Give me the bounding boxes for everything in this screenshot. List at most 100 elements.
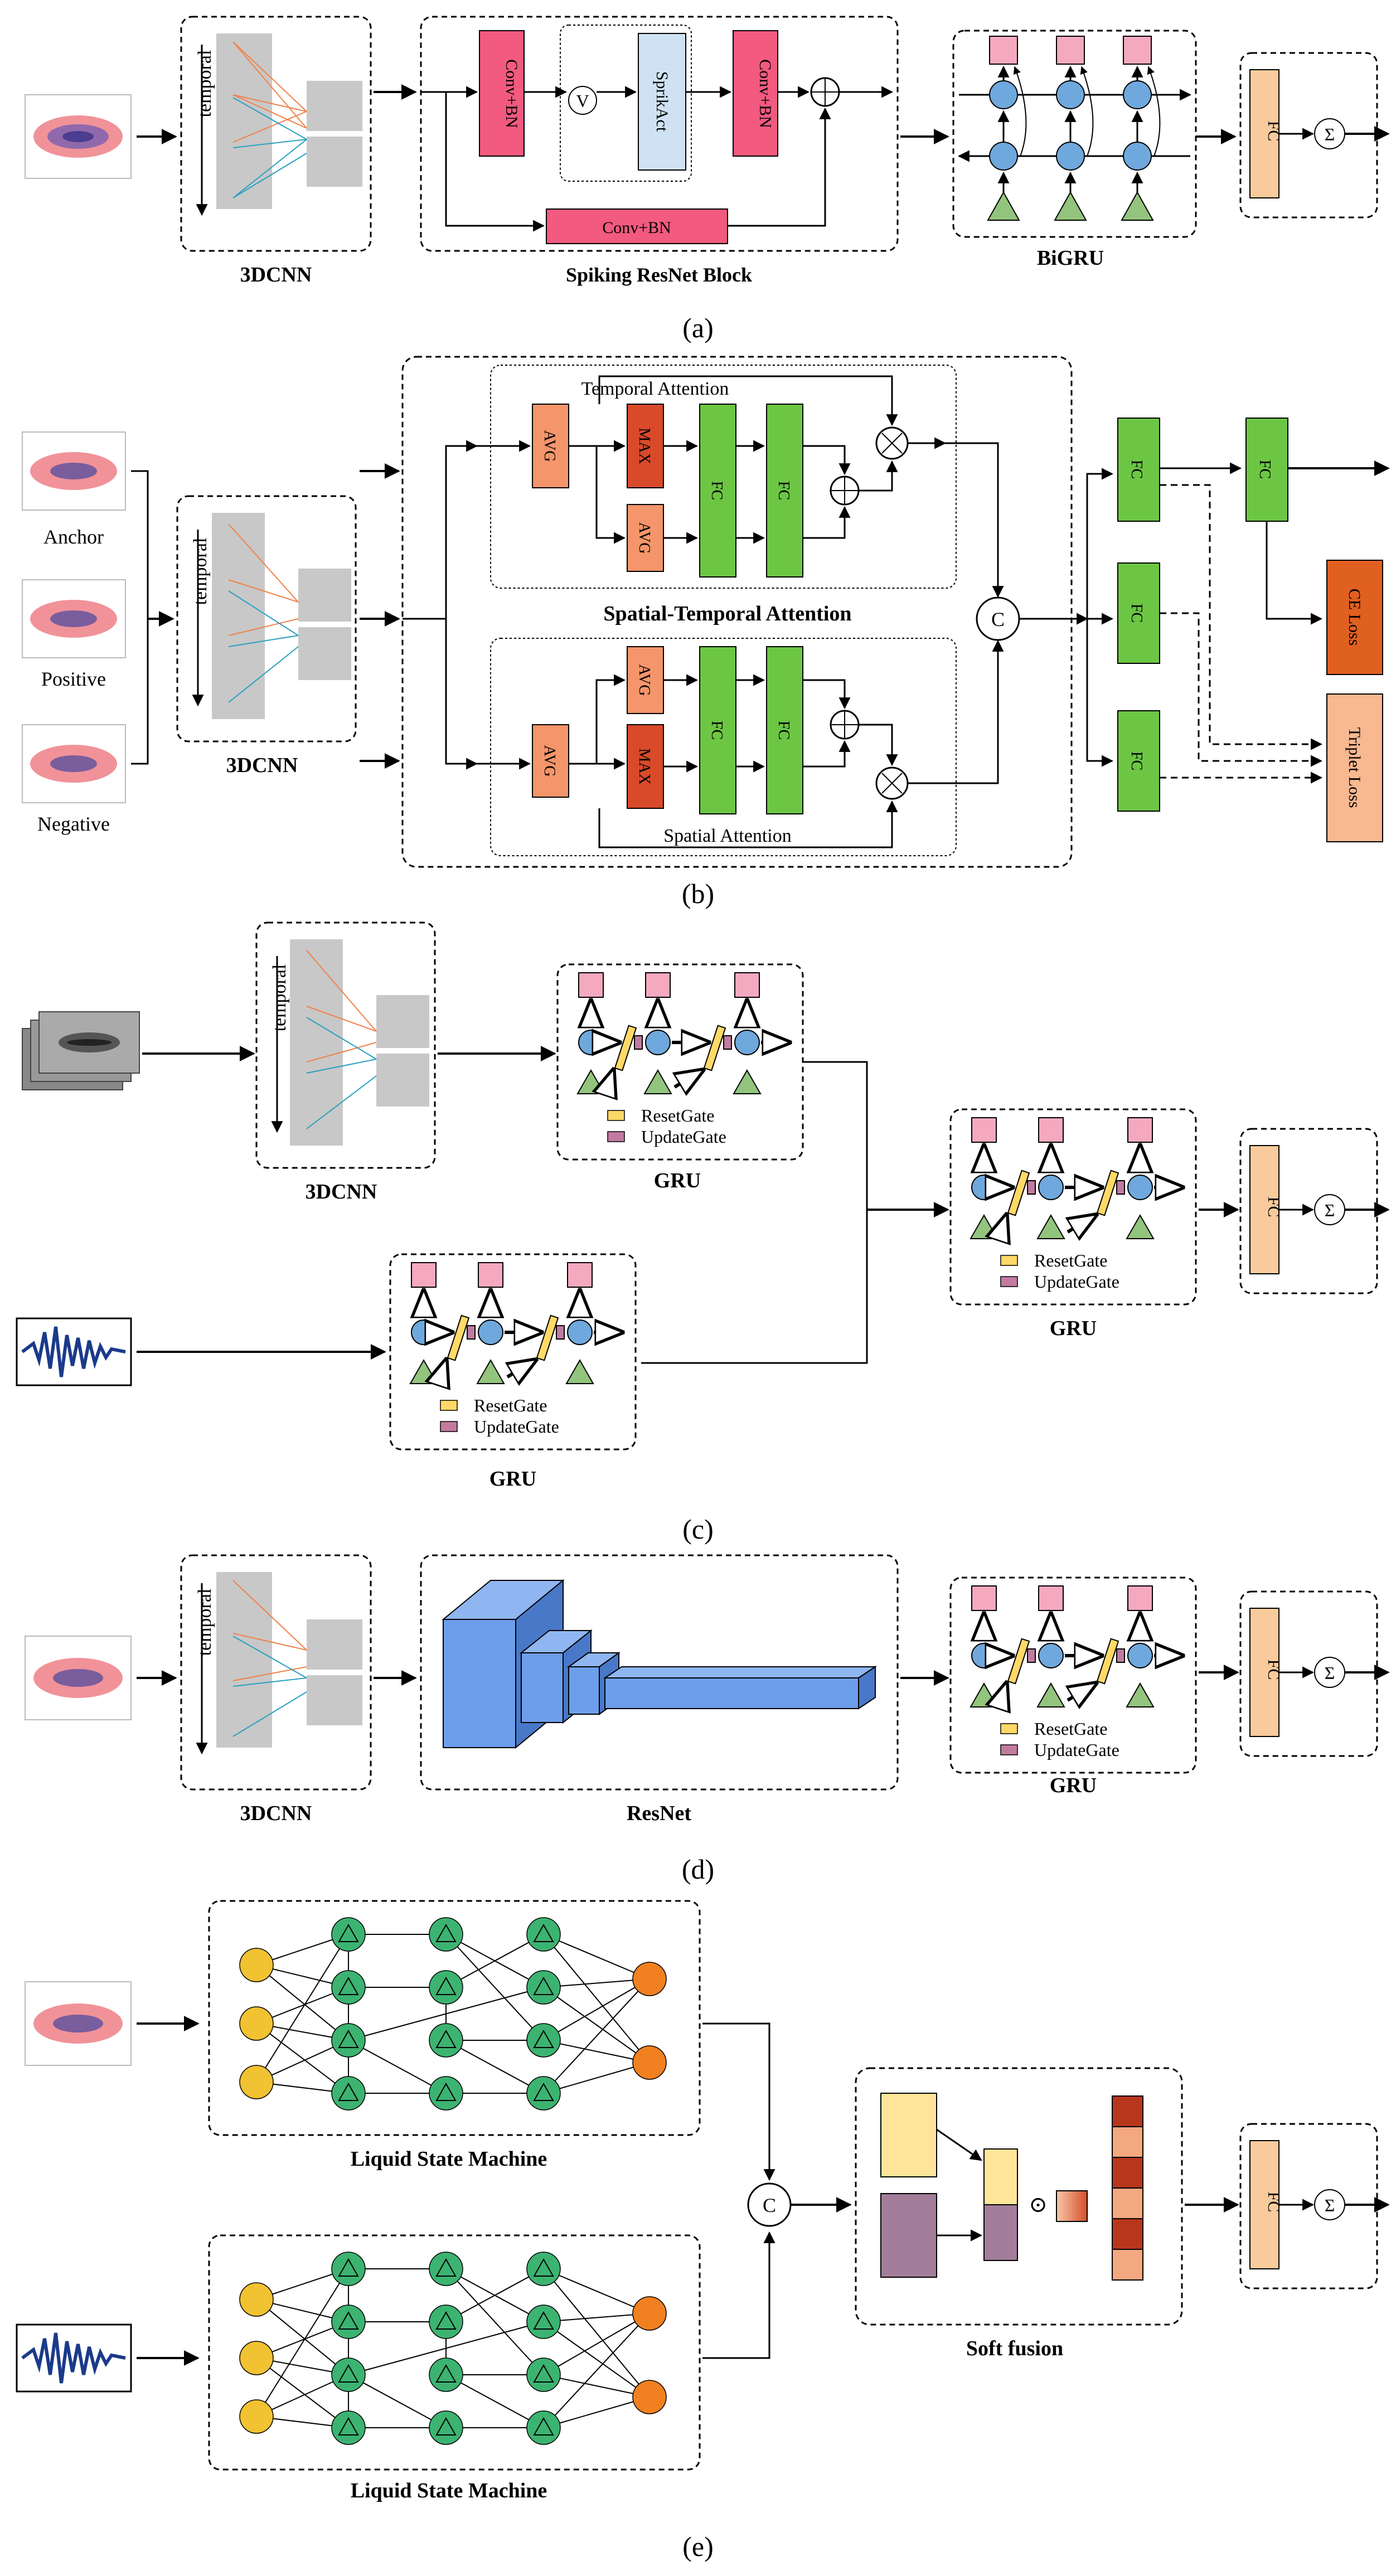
- gru-input-triangle: [1126, 1214, 1155, 1239]
- synapse: [445, 2374, 544, 2428]
- lsm-reservoir-neuron: [331, 2023, 366, 2058]
- input-arrow: [1001, 1684, 1006, 1700]
- conv-bn-shortcut-label: Conv+BN: [602, 219, 671, 237]
- reset-gate: [703, 1025, 726, 1071]
- lsm-input-neuron: [239, 2341, 274, 2375]
- synapse: [348, 2040, 447, 2094]
- panel-b: Anchor Positive Negative: [22, 356, 1390, 909]
- bigru-frame: [952, 30, 1197, 238]
- reset-gate: [614, 1025, 637, 1071]
- lsm-reservoir-neuron: [526, 1917, 561, 1952]
- gru-input-triangle: [409, 1359, 438, 1384]
- input-arrow: [1068, 1215, 1096, 1232]
- fc-label-t2: FC: [775, 481, 792, 500]
- neuron-triangle-icon: [533, 2029, 554, 2048]
- lsm-input-neuron: [239, 2006, 274, 2041]
- fc-label-c: FC: [1264, 1197, 1283, 1217]
- gru-node: [971, 1643, 997, 1668]
- reset-gate-legend: ResetGate: [1034, 1719, 1108, 1739]
- gru-node: [734, 1030, 760, 1055]
- gru-output-square: [971, 1117, 997, 1143]
- gru-output-square: [411, 1262, 437, 1288]
- neuron-triangle-icon: [435, 1976, 457, 1995]
- forward-node: [1123, 80, 1152, 109]
- avg-label-s2: AVG: [636, 664, 653, 696]
- gru-output-square: [578, 972, 604, 998]
- resnet-block: ResNet: [420, 1554, 899, 1825]
- neuron-triangle-icon: [533, 2082, 554, 2101]
- backward-node: [989, 142, 1018, 171]
- avg-label-s1: AVG: [541, 745, 558, 777]
- lsm-reservoir-neuron: [331, 1917, 366, 1952]
- odot-label: ⊙: [1029, 2192, 1048, 2217]
- neuron-triangle-icon: [338, 2082, 359, 2101]
- fc-label-s2: FC: [775, 721, 792, 740]
- neuron-triangle-icon: [338, 2029, 359, 2048]
- neuron-triangle-icon: [435, 2311, 457, 2330]
- reset-gate-legend-swatch: [440, 1400, 458, 1411]
- lsm-reservoir-neuron: [331, 2410, 366, 2445]
- reset-gate-legend-swatch: [607, 1110, 625, 1121]
- neuron-triangle-icon: [533, 1976, 554, 1995]
- cnn-axis-label: temporal: [195, 50, 215, 118]
- input-point-cloud: [25, 94, 132, 179]
- lsm-reservoir-neuron: [526, 1970, 561, 2005]
- lsm-reservoir-neuron: [429, 1970, 463, 2005]
- update-gate-legend: UpdateGate: [1034, 1272, 1119, 1292]
- sigma-label-e: Σ: [1325, 2195, 1335, 2215]
- synapse: [445, 1934, 544, 1988]
- reset-gate: [1007, 1170, 1030, 1216]
- synapse: [348, 1987, 544, 2041]
- synapse: [543, 2396, 650, 2428]
- lsm-reservoir-neuron: [331, 2305, 366, 2339]
- gru-output-square: [1123, 36, 1152, 65]
- update-gate-legend-swatch: [440, 1421, 458, 1432]
- panel-tag-d: (d): [682, 1854, 714, 1885]
- lsm-block-2: [208, 2234, 701, 2471]
- gru-input-triangle: [1036, 1214, 1065, 1239]
- lsm-output-neuron: [632, 2296, 667, 2331]
- synapse: [256, 2357, 349, 2428]
- input-lip-frames: [22, 1011, 140, 1090]
- fusion-weights-vector: [1112, 2095, 1143, 2281]
- neuron-triangle-icon: [533, 2311, 554, 2330]
- reset-gate: [1096, 1638, 1119, 1685]
- gru-frame: [949, 1576, 1197, 1774]
- fc-output-block-c: FC Σ: [1239, 1128, 1378, 1294]
- gru-input-triangle: [1036, 1682, 1065, 1707]
- update-gate: [556, 1325, 565, 1340]
- cnn-label: 3DCNN: [240, 263, 312, 287]
- panel-a: temporal 3DCNN Conv+BN V SprikAct Conv+B…: [25, 16, 1390, 343]
- conv-bn-label-2: Conv+BN: [756, 59, 774, 128]
- neuron-triangle-icon: [338, 1976, 359, 1995]
- gru-label-c2: GRU: [489, 1467, 536, 1491]
- lsm-reservoir-neuron: [429, 2357, 463, 2392]
- synapse: [256, 2268, 349, 2417]
- panel-tag-e: (e): [682, 2531, 714, 2562]
- update-gate-legend: UpdateGate: [474, 1416, 559, 1437]
- synapse: [543, 2313, 650, 2322]
- panel-tag-a: (a): [682, 312, 714, 343]
- fc-head-3: FC: [1128, 751, 1145, 770]
- input-arrow: [507, 1360, 535, 1377]
- lsm-reservoir-neuron: [429, 2076, 463, 2111]
- update-gate-legend: UpdateGate: [1034, 1740, 1119, 1760]
- update-gate: [1027, 1180, 1036, 1195]
- cnn-axis-label-d: temporal: [195, 1589, 215, 1656]
- fc-head-2: FC: [1128, 604, 1145, 623]
- gru-input-triangle: [576, 1069, 605, 1094]
- reset-gate-legend-swatch: [1000, 1255, 1018, 1266]
- bigru-label: BiGRU: [1037, 246, 1104, 270]
- lsm-reservoir-neuron: [331, 2076, 366, 2111]
- resnet-block-label: Spiking ResNet Block: [566, 264, 752, 286]
- synapse: [543, 1987, 650, 2063]
- spatial-attention-label: Spatial Attention: [663, 826, 791, 846]
- sigma-label-d: Σ: [1325, 1663, 1335, 1683]
- synapse: [543, 2268, 650, 2314]
- reset-gate: [536, 1314, 559, 1361]
- gru-input-triangle: [970, 1214, 998, 1239]
- cnn-3d-block-c: temporal 3DCNN: [255, 921, 436, 1204]
